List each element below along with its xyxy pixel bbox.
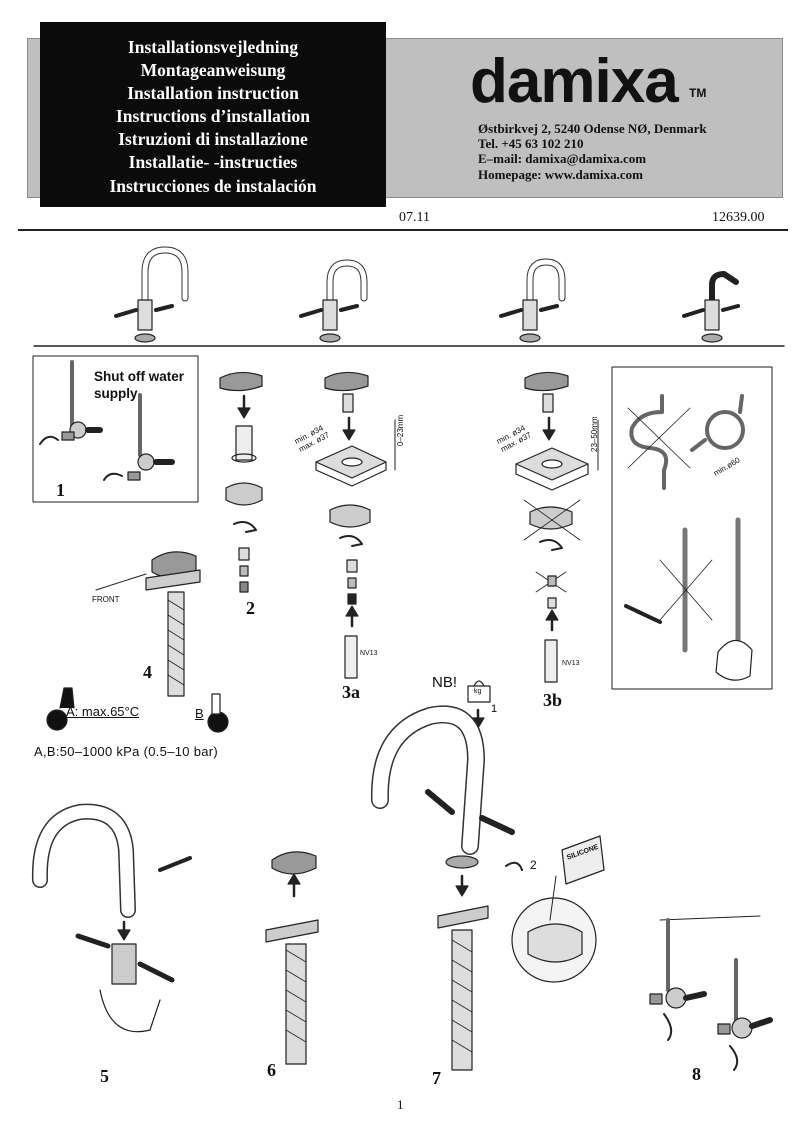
revision-date: 07.11 bbox=[399, 210, 430, 225]
screw-step-2: 2 bbox=[530, 858, 537, 872]
temp-a-label: A: max.65°C bbox=[66, 704, 140, 719]
step-3a-number: 3a bbox=[342, 682, 360, 702]
faucet-variant-1 bbox=[114, 246, 189, 343]
step-6-number: 6 bbox=[267, 1060, 276, 1080]
step3b-assembly bbox=[515, 371, 599, 683]
faucet-variant-2 bbox=[299, 259, 368, 343]
title-nl: Installatie- -instructies bbox=[128, 152, 298, 173]
title-block: Installationsvejledning Montageanweisung… bbox=[40, 22, 386, 207]
title-da: Installationsvejledning bbox=[127, 37, 299, 57]
shut-off-line2: supply bbox=[94, 386, 138, 401]
page-number: 1 bbox=[397, 1097, 404, 1112]
nb-label: NB! bbox=[432, 674, 458, 691]
document-number: 12639.00 bbox=[712, 210, 765, 225]
faucet-variant-3 bbox=[499, 258, 566, 343]
step5-faucet bbox=[31, 803, 192, 1033]
title-it: Istruzioni di installazione bbox=[118, 129, 308, 150]
step3a-assembly bbox=[315, 371, 396, 679]
shut-off-label: Shut off water supply bbox=[94, 368, 184, 402]
title-en: Installation instruction bbox=[127, 83, 299, 104]
step4-assembly bbox=[46, 551, 229, 733]
front-label: FRONT bbox=[92, 595, 120, 604]
step-7-number: 7 bbox=[432, 1068, 441, 1088]
title-fr: Instructions d’installation bbox=[116, 106, 310, 127]
press-step-1: 1 bbox=[491, 703, 498, 715]
address: Østbirkvej 2, 5240 Odense NØ, Denmark bbox=[478, 121, 707, 136]
range-label-3a: 0–23mm bbox=[396, 414, 405, 446]
title-es: Instrucciones de instalación bbox=[109, 175, 317, 196]
step1-valves bbox=[39, 360, 175, 481]
step-8-number: 8 bbox=[692, 1064, 701, 1084]
step-2-number: 2 bbox=[246, 598, 255, 618]
step-5-number: 5 bbox=[100, 1066, 109, 1086]
hose-handling-frame bbox=[611, 366, 773, 690]
pressure-label: A,B:50–1000 kPa (0.5–10 bar) bbox=[34, 744, 219, 759]
step-3b-number: 3b bbox=[543, 690, 563, 710]
step8-valves bbox=[649, 915, 773, 1071]
step-1-number: 1 bbox=[56, 480, 65, 500]
kg-label: kg bbox=[474, 688, 482, 695]
header-rule bbox=[18, 229, 788, 231]
step7-assembly bbox=[370, 680, 605, 1071]
homepage: Homepage: www.damixa.com bbox=[478, 166, 644, 182]
shut-off-line1: Shut off water bbox=[94, 369, 184, 384]
title-de: Montageanweisung bbox=[140, 60, 286, 81]
nv13-label-3b: NV13 bbox=[562, 660, 580, 667]
nv13-label-3a: NV13 bbox=[360, 650, 378, 657]
step1-frame bbox=[32, 355, 199, 503]
email: E–mail: damixa@damixa.com bbox=[478, 151, 647, 167]
trademark: TM bbox=[689, 86, 707, 100]
hose-do-dont bbox=[624, 394, 753, 681]
range-label-3b: 23–50mm bbox=[590, 416, 599, 452]
temp-b-label: B bbox=[195, 706, 204, 721]
contact-info: Østbirkvej 2, 5240 Odense NØ, Denmark Te… bbox=[478, 121, 707, 182]
faucet-variant-4 bbox=[682, 271, 740, 343]
step2-exploded bbox=[219, 371, 263, 593]
brand-logo: damixa bbox=[470, 47, 679, 116]
step6-assembly bbox=[265, 851, 319, 1065]
telephone: Tel. +45 63 102 210 bbox=[478, 136, 584, 152]
step-4-number: 4 bbox=[143, 662, 152, 682]
